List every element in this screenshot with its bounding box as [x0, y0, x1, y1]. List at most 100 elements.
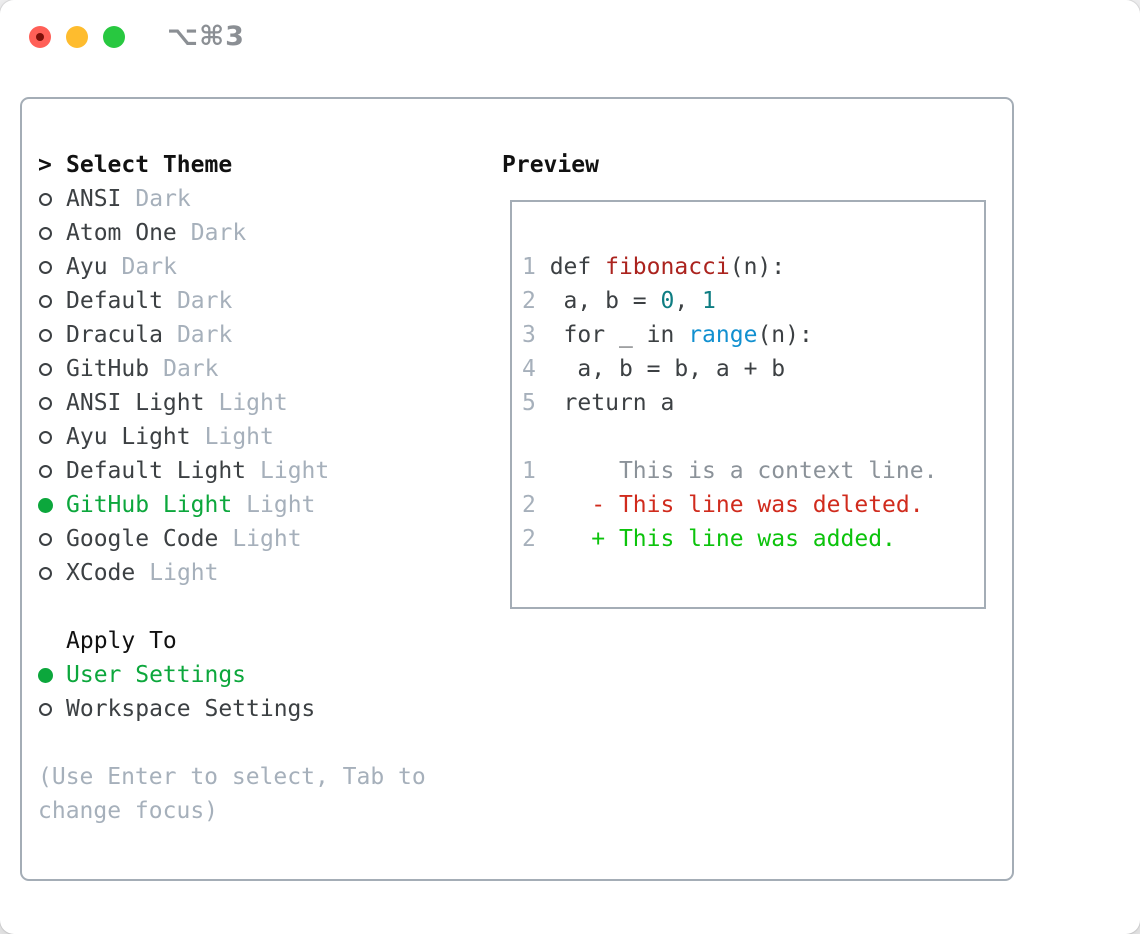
theme-item-tag: Dark — [163, 356, 219, 382]
close-dot-icon — [36, 33, 44, 41]
code-token: + This line was added. — [535, 526, 896, 552]
code-line: 3 for _ in range(n): — [522, 318, 937, 352]
line-number: 4 — [522, 356, 536, 382]
code-token: 1 — [702, 288, 716, 314]
theme-item-tag: Dark — [176, 288, 233, 314]
code-line: 4 a, b = b, a + b — [522, 352, 937, 386]
code-token: 0 — [660, 288, 675, 314]
code-token: return a — [535, 390, 675, 416]
radio-marker — [38, 226, 66, 240]
code-token: , — [674, 288, 703, 314]
code-token: - This line was deleted. — [535, 492, 924, 518]
line-number: 2 — [522, 526, 536, 552]
zoom-button[interactable] — [103, 26, 125, 48]
theme-item-tag: Light — [232, 526, 302, 552]
titlebar: ⌥⌘3 — [0, 0, 1140, 75]
theme-item[interactable]: Google Code Light — [38, 522, 329, 556]
code-line: 5 return a — [522, 386, 937, 420]
radio-marker — [38, 192, 66, 206]
theme-item-name: GitHub Light — [66, 492, 233, 518]
radio-selected-icon — [38, 497, 53, 513]
code-line: 1 This is a context line. — [522, 454, 937, 488]
radio-marker — [38, 532, 66, 546]
theme-item-tag: Dark — [121, 254, 177, 280]
line-number: 3 — [522, 322, 536, 348]
line-number: 1 — [522, 254, 536, 280]
radio-unselected-icon — [39, 192, 52, 206]
radio-unselected-icon — [39, 396, 52, 410]
radio-unselected-icon — [39, 702, 52, 716]
theme-item-name: Default Light — [66, 458, 247, 484]
code-token: (n): — [729, 254, 786, 280]
theme-item[interactable]: Atom One Dark — [38, 216, 329, 250]
theme-item-name: XCode — [66, 560, 136, 586]
radio-unselected-icon — [39, 464, 52, 478]
code-token: for _ in — [535, 322, 689, 348]
theme-item-name: Google Code — [66, 526, 219, 552]
theme-list-title: Select Theme — [66, 152, 233, 178]
theme-item[interactable]: Ayu Light Light — [38, 420, 329, 454]
theme-item-name: GitHub — [66, 356, 150, 382]
radio-unselected-icon — [39, 294, 52, 308]
theme-item-tag: Light — [246, 492, 316, 518]
apply-to-header: Apply To — [38, 624, 315, 658]
radio-marker — [38, 464, 66, 478]
radio-marker — [38, 396, 66, 410]
theme-item[interactable]: ANSI Light Light — [38, 386, 329, 420]
code-token: This is a context line. — [535, 458, 938, 484]
code-token: (n): — [757, 322, 813, 348]
theme-item-name: Ayu Light — [66, 424, 191, 450]
chevron-right-icon: > — [38, 152, 52, 178]
radio-unselected-icon — [39, 532, 52, 546]
apply-to-option-name: Workspace Settings — [66, 696, 316, 722]
close-button[interactable] — [29, 26, 51, 48]
theme-item[interactable]: GitHub Light Light — [38, 488, 329, 522]
radio-unselected-icon — [39, 430, 52, 444]
apply-to-option[interactable]: User Settings — [38, 658, 315, 692]
code-token: a, b = b, a + b — [535, 356, 786, 382]
theme-item-tag: Light — [149, 560, 219, 586]
line-number: 1 — [522, 458, 536, 484]
line-number: 2 — [522, 492, 536, 518]
code-token: def — [535, 254, 606, 280]
radio-marker — [38, 430, 66, 444]
theme-item-name: ANSI Light — [66, 390, 205, 416]
radio-marker — [38, 294, 66, 308]
theme-item-tag: Light — [218, 390, 288, 416]
theme-item-name: Default — [66, 288, 163, 314]
code-line: 2 + This line was added. — [522, 522, 937, 556]
radio-selected-icon — [38, 667, 53, 683]
theme-item[interactable]: XCode Light — [38, 556, 329, 590]
radio-unselected-icon — [39, 362, 52, 376]
code-line: 2 - This line was deleted. — [522, 488, 937, 522]
cursor-marker: > — [38, 152, 66, 178]
apply-to-option[interactable]: Workspace Settings — [38, 692, 315, 726]
blank-line — [522, 420, 937, 454]
code-line: 1 def fibonacci(n): — [522, 250, 937, 284]
theme-item-name: Dracula — [66, 322, 163, 348]
theme-list-header: > Select Theme — [38, 148, 329, 182]
theme-item[interactable]: GitHub Dark — [38, 352, 329, 386]
minimize-button[interactable] — [66, 26, 88, 48]
radio-unselected-icon — [39, 328, 52, 342]
theme-item-name: Atom One — [66, 220, 177, 246]
radio-marker — [38, 497, 66, 513]
theme-item-tag: Dark — [190, 220, 247, 246]
help-text: (Use Enter to select, Tab to change focu… — [38, 764, 426, 824]
theme-item-name: ANSI — [66, 186, 122, 212]
theme-item-tag: Light — [204, 424, 274, 450]
radio-unselected-icon — [39, 226, 52, 240]
radio-unselected-icon — [39, 566, 52, 580]
line-number: 2 — [522, 288, 536, 314]
theme-item[interactable]: Default Dark — [38, 284, 329, 318]
code-token: fibonacci — [605, 254, 730, 280]
